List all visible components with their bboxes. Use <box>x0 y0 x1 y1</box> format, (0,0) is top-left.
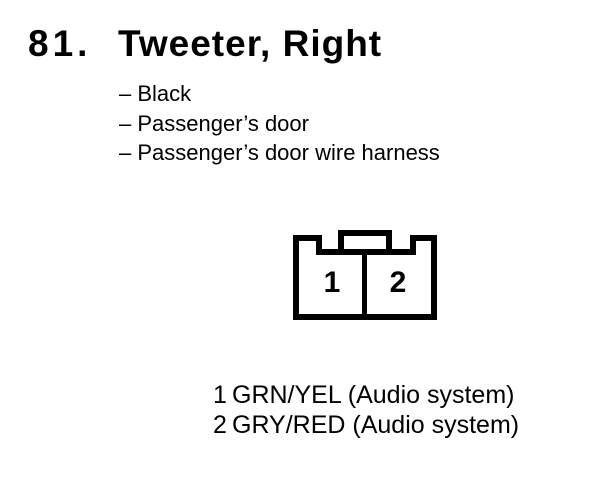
cavity-number-2: 2 <box>390 266 407 299</box>
pin-legend: 1 GRN/YEL (Audio system) 2 GRY/RED (Audi… <box>213 381 519 440</box>
connector-diagram: 1 2 <box>285 224 445 326</box>
legend-pin-number: 1 <box>213 381 227 409</box>
legend-wire-label: GRY/RED (Audio system) <box>232 410 520 439</box>
page-title: Tweeter, Right <box>118 23 383 64</box>
attribute-list: – Black – Passenger’s door – Passenger’s… <box>119 79 440 168</box>
attribute-item-location: – Passenger’s door <box>119 110 309 136</box>
legend-row-1: 1 GRN/YEL (Audio system) <box>213 381 519 411</box>
item-number: 81. <box>28 23 92 64</box>
legend-pin-number: 2 <box>213 410 227 439</box>
cavity-number-1: 1 <box>324 266 341 299</box>
connector-drawing: 1 2 <box>293 230 437 320</box>
legend-row-2: 2 GRY/RED (Audio system) <box>213 411 519 441</box>
attribute-item-harness: – Passenger’s door wire harness <box>119 140 440 165</box>
legend-wire-label: GRN/YEL (Audio system) <box>232 381 515 409</box>
attribute-item-color: – Black <box>119 81 192 106</box>
